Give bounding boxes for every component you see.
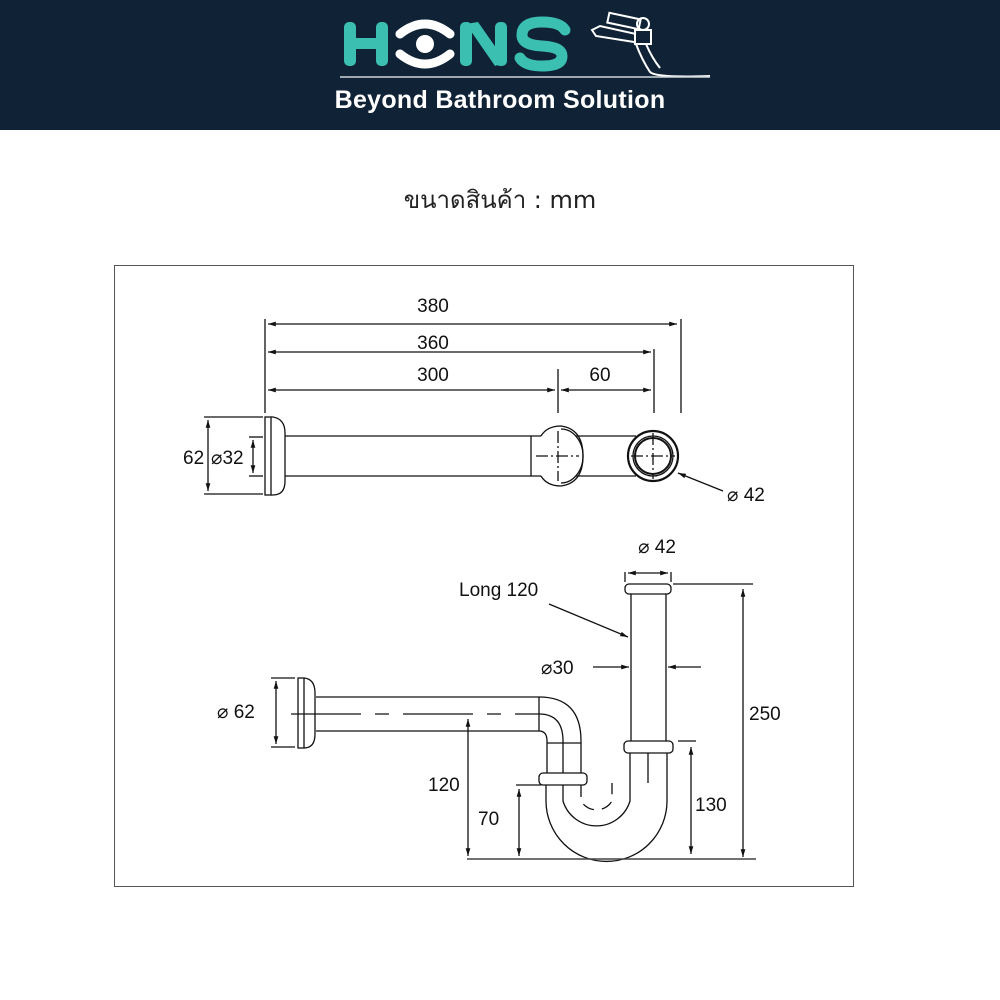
technical-drawing-frame: 380 360 300 60 62 ⌀32 ⌀ 42 (114, 265, 854, 887)
dim-pipe-diameter: ⌀32 (211, 448, 244, 469)
eye-icon (395, 19, 455, 69)
technical-drawing: 380 360 300 60 62 ⌀32 ⌀ 42 (183, 296, 781, 863)
dim-total-height: 250 (749, 704, 781, 725)
side-view (271, 570, 756, 863)
brand-wordmark (344, 22, 388, 66)
header-banner: Beyond Bathroom Solution (0, 0, 1000, 130)
dim-top-diameter: ⌀ 42 (638, 537, 676, 558)
dimension-unit-title: ขนาดสินค้า : mm (403, 186, 597, 214)
dim-flange-diameter: 62 (183, 448, 204, 469)
hons-logo (340, 11, 711, 78)
dim-tail-length: Long 120 (459, 580, 538, 601)
dim-outlet-height: 120 (428, 775, 460, 796)
dim-tail-diameter: ⌀30 (541, 658, 574, 679)
dim-inlet-nut-height: 130 (695, 795, 727, 816)
dim-pipe-length: 360 (417, 333, 449, 354)
dim-trap-nut-height: 70 (478, 809, 499, 830)
dim-side-flange-diameter: ⌀ 62 (217, 702, 255, 723)
dim-wall-to-first: 300 (417, 365, 449, 386)
tagline: Beyond Bathroom Solution (334, 86, 666, 114)
dim-first-to-second: 60 (589, 365, 610, 386)
dim-outlet-diameter: ⌀ 42 (727, 485, 765, 506)
faucet-icon (590, 11, 711, 78)
dim-overall-length: 380 (417, 296, 449, 317)
top-view (204, 319, 724, 496)
